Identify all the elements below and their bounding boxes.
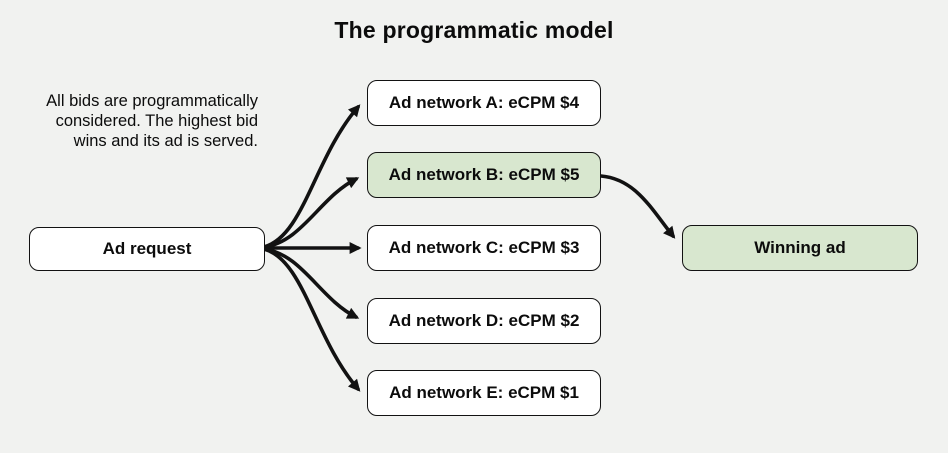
- arrow-request-to-network-a: [262, 104, 361, 249]
- arrow-request-to-network-e: [262, 247, 361, 392]
- diagram-title: The programmatic model: [334, 17, 614, 43]
- description-line: wins and its ad is served.: [73, 132, 258, 150]
- node-ad-network-e: Ad network E: eCPM $1: [367, 370, 601, 416]
- node-ad-network-c: Ad network C: eCPM $3: [367, 225, 601, 271]
- node-ad-network-d: Ad network D: eCPM $2: [367, 298, 601, 344]
- node-winning-ad: Winning ad: [682, 225, 918, 271]
- description-line: All bids are programmatically: [46, 92, 258, 110]
- node-ad-request: Ad request: [29, 227, 265, 271]
- arrow-request-to-network-d: [262, 247, 360, 319]
- node-ad-network-a: Ad network A: eCPM $4: [367, 80, 601, 126]
- arrow-request-to-network-b: [262, 177, 360, 249]
- description-line: considered. The highest bid: [55, 112, 258, 130]
- node-ad-network-b: Ad network B: eCPM $5: [367, 152, 601, 198]
- arrow-network-b-to-winning-ad: [599, 174, 676, 239]
- description-text: All bids are programmatically considered…: [0, 91, 258, 151]
